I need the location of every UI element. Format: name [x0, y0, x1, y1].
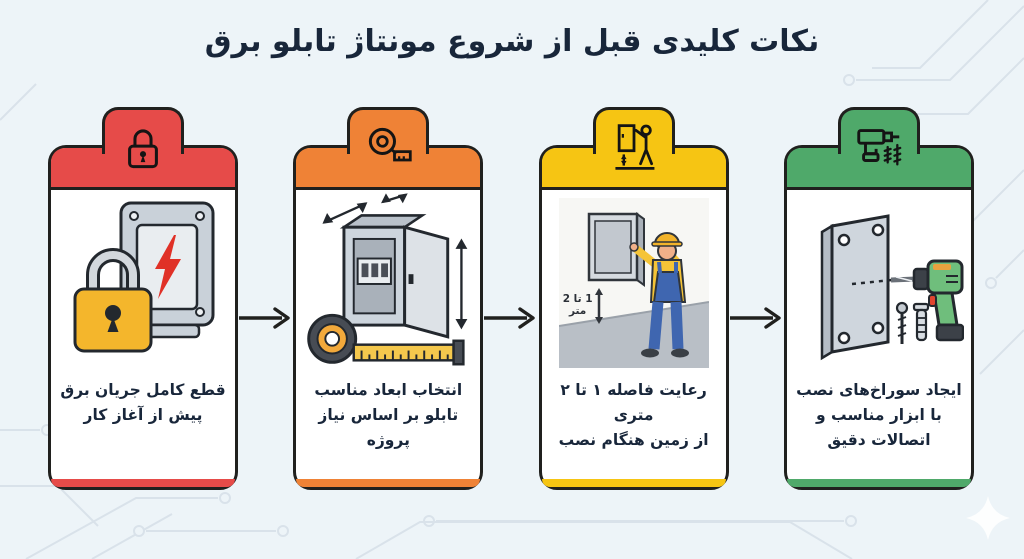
flow-arrow: [729, 145, 784, 490]
card-bottom-strip: [541, 479, 726, 487]
card-bottom-strip: [786, 479, 971, 487]
step-card-power-cut: قطع کامل جریان برق پیش از آغاز کار: [48, 107, 238, 490]
caption-line: قطع کامل جریان برق: [60, 381, 226, 399]
caption-line: پیش از آغاز کار: [83, 406, 203, 425]
caption-line: از زمین هنگام نصب: [558, 431, 709, 450]
caption-line: اتصالات دقیق: [827, 431, 931, 450]
page-title: نکات کلیدی قبل از شروع مونتاژ تابلو برق: [204, 24, 820, 59]
caption-line: با ابزار مناسب و: [816, 406, 942, 425]
caption-line: انتخاب ابعاد مناسب: [314, 381, 463, 399]
step-card-panel-dimensions: انتخاب ابعاد مناسب تابلو بر اساس نیاز پر…: [293, 107, 484, 490]
card-header: [296, 148, 481, 190]
cabinet-measuring-illustration: [296, 190, 480, 376]
padlock-icon: [116, 118, 170, 176]
card-caption: انتخاب ابعاد مناسب تابلو بر اساس نیاز پر…: [296, 378, 480, 453]
sparkle-watermark: [966, 496, 1010, 540]
card-caption: رعایت فاصله ۱ تا ۲ متری از زمین هنگام نص…: [542, 378, 726, 453]
tape-measure-icon: [361, 118, 415, 176]
card-caption: ایجاد سوراخ‌های نصب با ابزار مناسب و اتص…: [787, 378, 971, 453]
flow-arrow: [483, 145, 538, 490]
caption-line: رعایت فاصله ۱ تا ۲ متری: [560, 381, 707, 425]
distance-label: 1 تا 2 متر: [562, 293, 593, 317]
drill-icon: [852, 118, 906, 176]
step-card-drill-holes: ایجاد سوراخ‌های نصب با ابزار مناسب و اتص…: [783, 107, 974, 490]
worker-mounting-illustration: 1 تا 2 متر: [542, 190, 726, 376]
caption-line: ایجاد سوراخ‌های نصب: [796, 381, 962, 399]
card-bottom-strip: [296, 479, 481, 487]
flow-arrow: [238, 145, 293, 490]
installer-icon: [607, 118, 661, 176]
card-caption: قطع کامل جریان برق پیش از آغاز کار: [51, 378, 235, 428]
card-bottom-strip: [51, 479, 235, 487]
steps-row: قطع کامل جریان برق پیش از آغاز کار: [48, 107, 974, 490]
locked-panel-illustration: [51, 190, 235, 376]
drilling-plate-illustration: [787, 190, 971, 376]
step-card-mounting-height: 1 تا 2 متر رعایت فاصله ۱ تا ۲ متری از زم…: [538, 107, 729, 490]
caption-line: تابلو بر اساس نیاز پروژه: [318, 406, 459, 450]
